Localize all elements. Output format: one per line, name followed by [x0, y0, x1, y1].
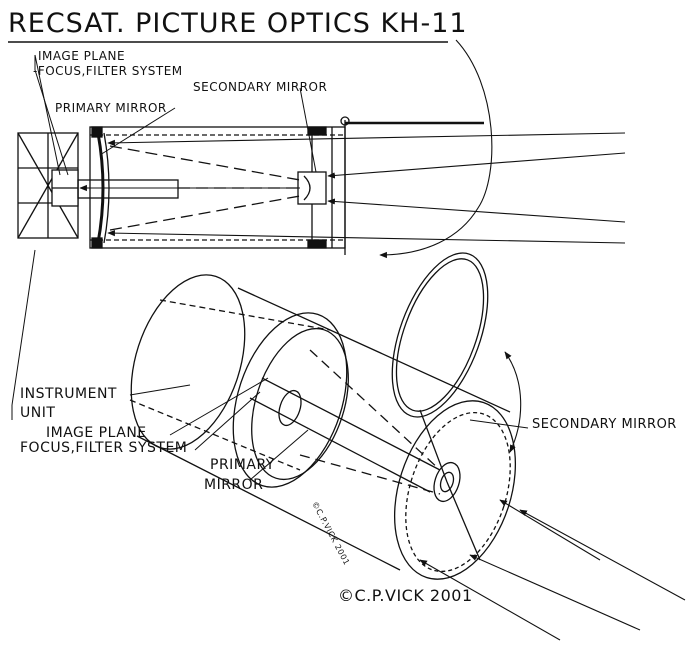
perspective-secondary-mirror-label: SECONDARY MIRROR [532, 417, 677, 432]
side-view-leaders [11, 54, 317, 406]
top-image-plane-label: IMAGE PLANE [38, 49, 126, 63]
perspective-light-rays [419, 499, 686, 641]
perspective-mirror-label: MIRROR [204, 477, 264, 493]
top-focus-filter-label: -FOCUS,FILTER SYSTEM [33, 64, 183, 78]
top-primary-mirror-label: PRIMARY MIRROR [55, 101, 167, 115]
perspective-image-plane-label: IMAGE PLANE [46, 425, 147, 441]
credit-text: ©C.P.VICK 2001 [338, 586, 473, 605]
instrument-unit-label-2: UNIT [20, 405, 56, 421]
page-title: RECSAT. PICTURE OPTICS KH-11 [8, 8, 468, 39]
top-secondary-mirror-label: SECONDARY MIRROR [193, 80, 328, 94]
side-view-telescope [17, 116, 484, 255]
perspective-leaders [11, 377, 529, 481]
perspective-primary-label: PRIMARY [210, 457, 275, 473]
perspective-lid-arc [504, 351, 522, 453]
instrument-unit-label: INSTRUMENT [20, 386, 117, 402]
side-view-light-rays [79, 132, 626, 244]
lid-swing-arc [379, 39, 493, 259]
perspective-telescope [129, 252, 517, 580]
perspective-focus-filter-label: FOCUS,FILTER SYSTEM [20, 440, 188, 456]
